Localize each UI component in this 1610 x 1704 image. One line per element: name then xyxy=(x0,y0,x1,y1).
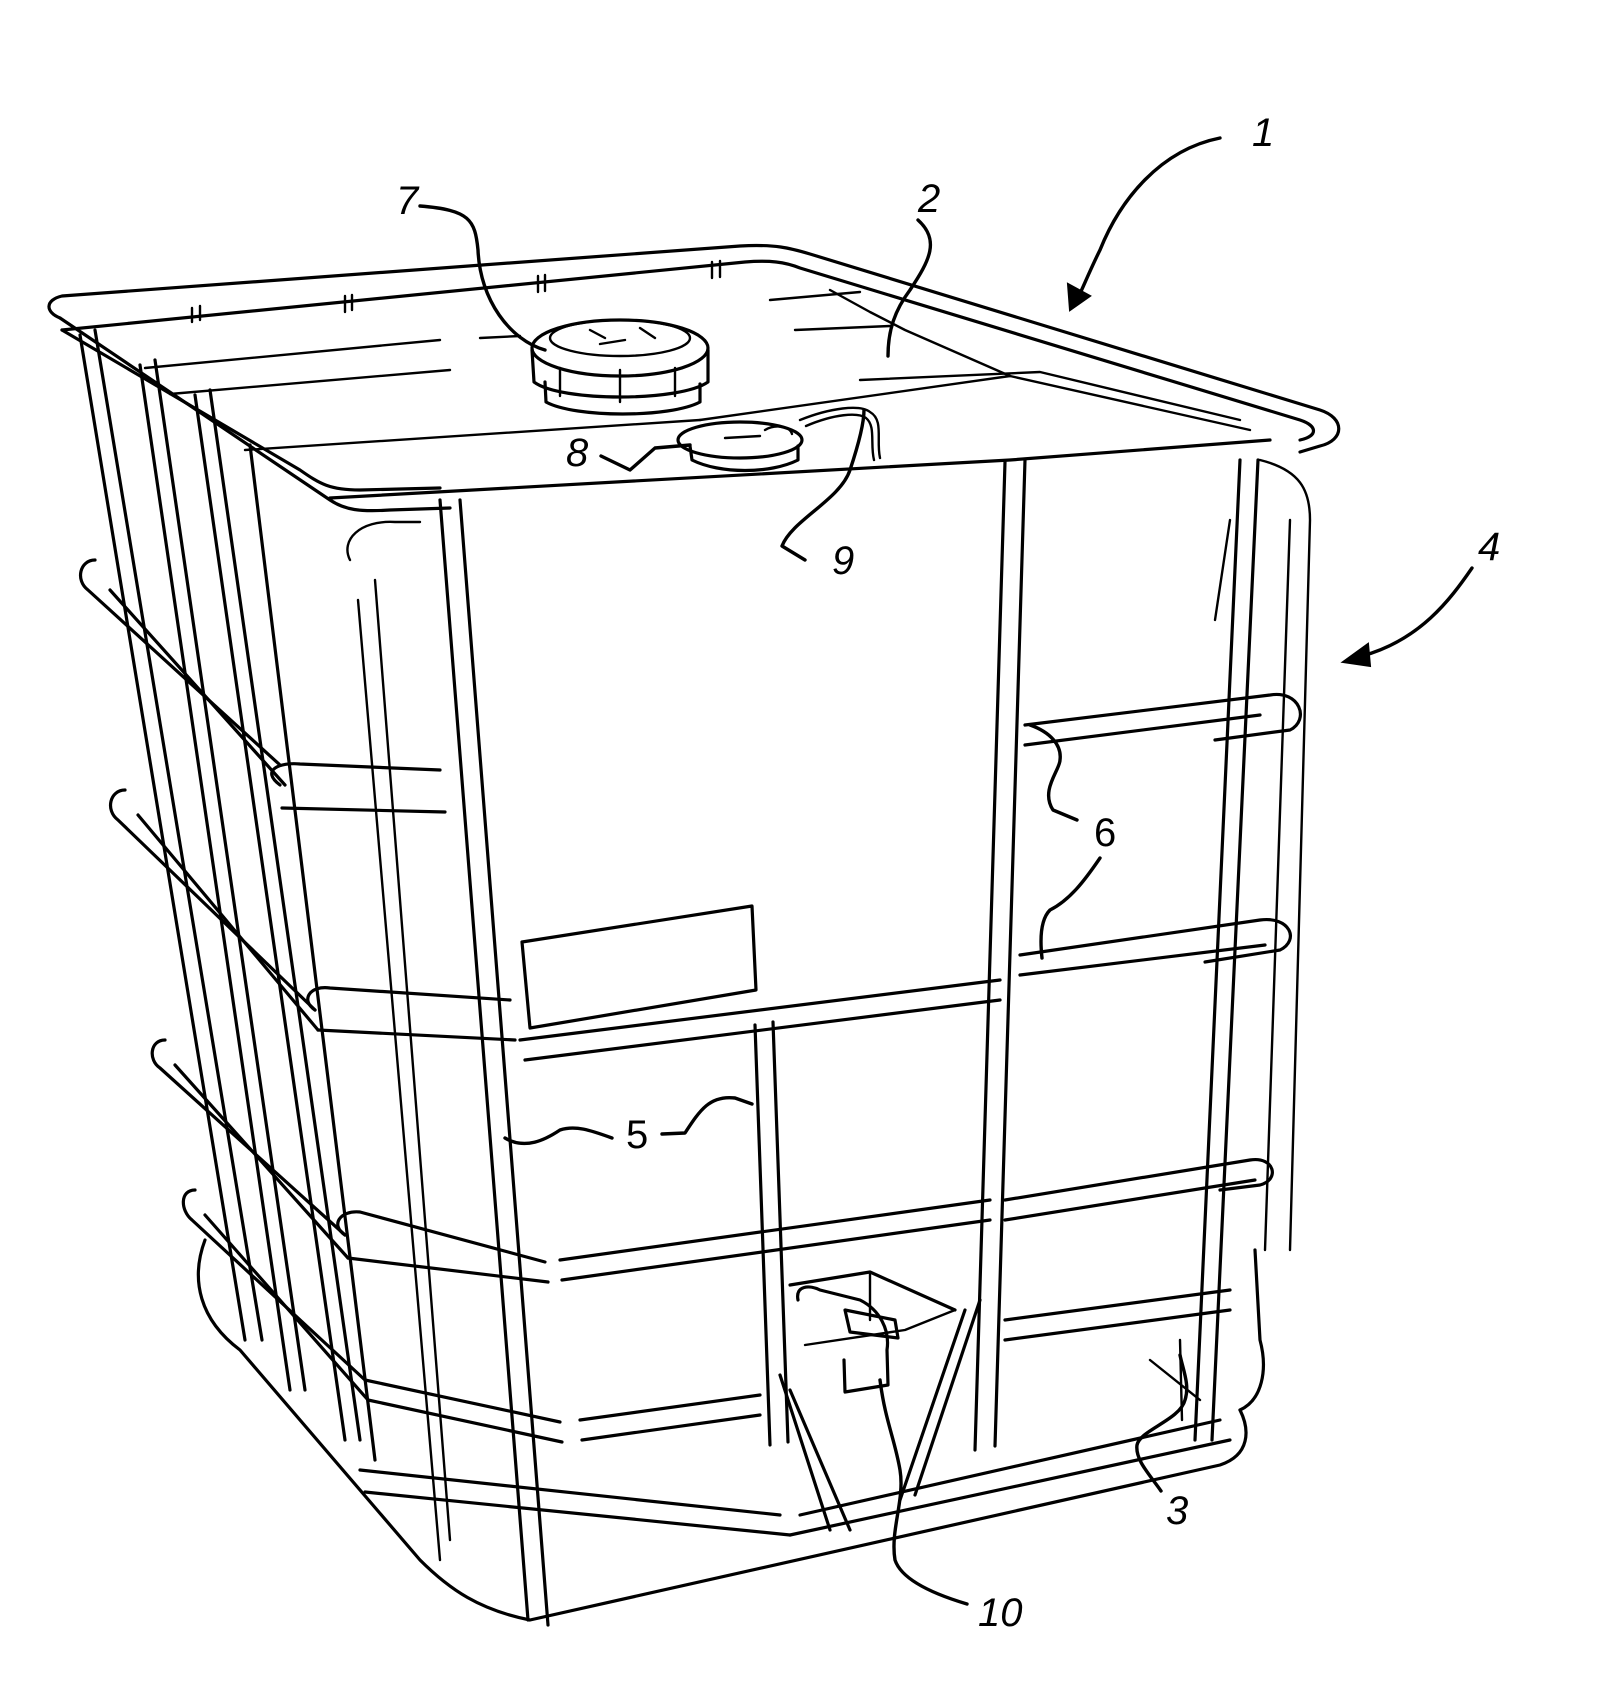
cage-horizontal-bars xyxy=(270,692,1302,1444)
ref-6: 6 xyxy=(1094,811,1116,855)
tank-top-surface xyxy=(143,288,1272,500)
ref-8: 8 xyxy=(566,431,589,475)
leader-lines xyxy=(418,136,1474,1606)
cage-vertical-bars xyxy=(753,1020,790,1447)
ref-4: 4 xyxy=(1478,525,1500,569)
outlet-valve xyxy=(778,1270,982,1532)
ref-1: 1 xyxy=(1252,111,1274,155)
tether-cord xyxy=(798,406,882,462)
ref-9: 9 xyxy=(832,539,854,583)
filler-cap xyxy=(530,318,710,416)
label-plate xyxy=(520,904,758,1030)
ref-5: 5 xyxy=(626,1113,648,1157)
cage-top-rim xyxy=(47,243,1341,513)
reference-numerals: 1 2 3 4 5 6 7 8 9 10 xyxy=(396,111,1500,1635)
vent-cap xyxy=(676,420,804,473)
ref-2: 2 xyxy=(917,177,940,221)
ref-3: 3 xyxy=(1166,1489,1188,1533)
ref-10: 10 xyxy=(978,1591,1023,1635)
cage-left-side-bars xyxy=(78,328,377,1462)
tank-front-face xyxy=(346,458,1312,1627)
ref-7: 7 xyxy=(396,179,420,223)
